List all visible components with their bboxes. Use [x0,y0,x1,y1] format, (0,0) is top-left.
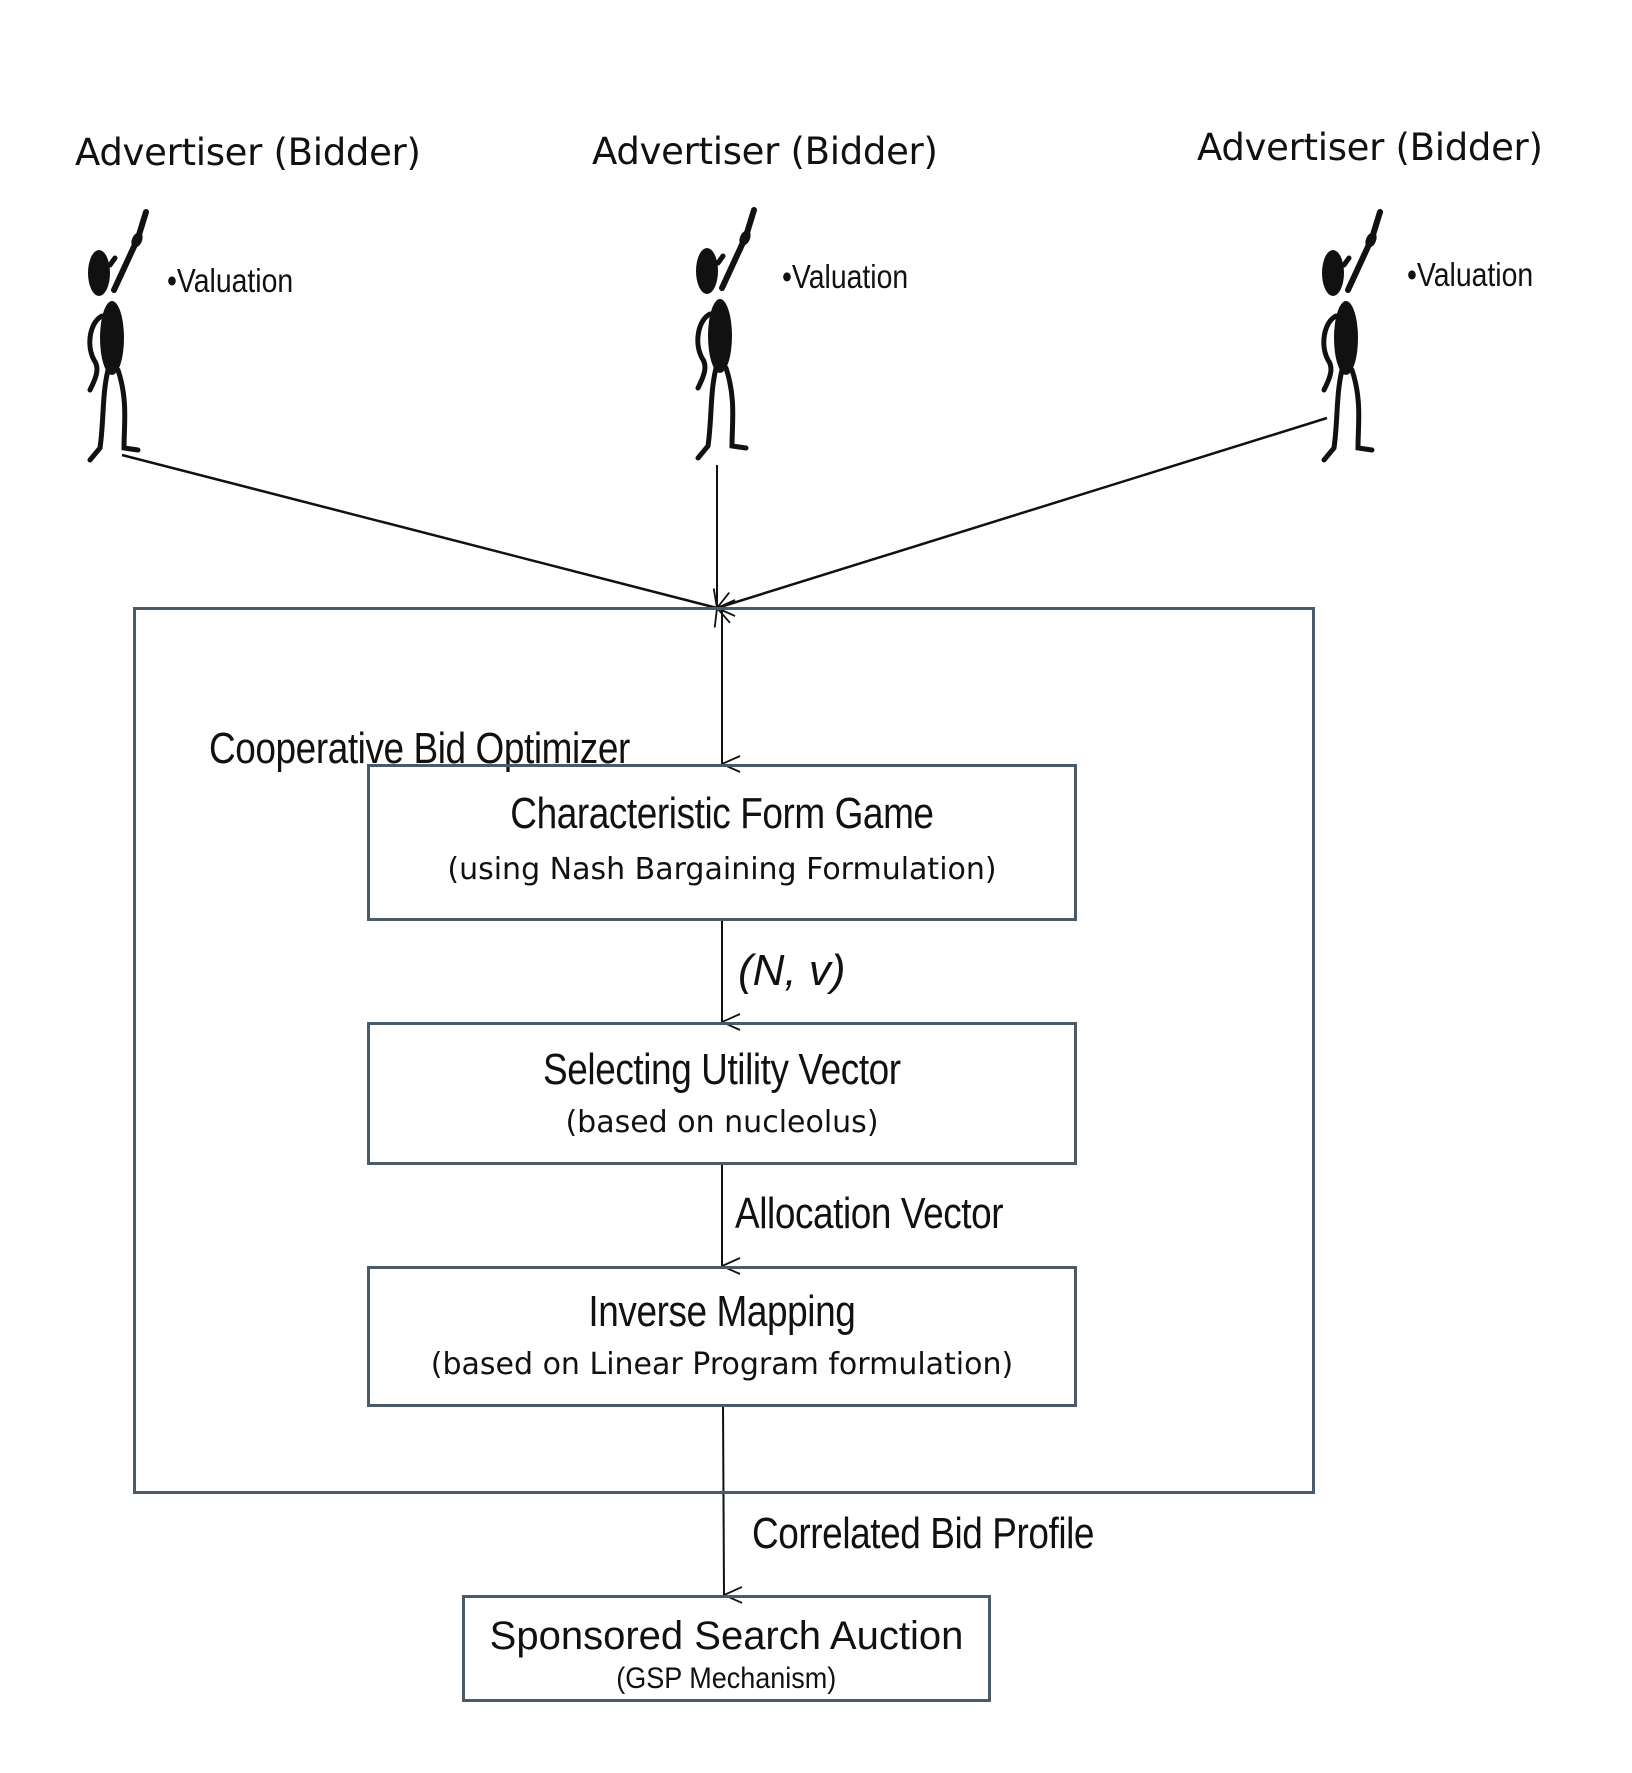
advertiser-figure-icon [696,210,754,458]
stage-subtitle: (based on nucleolus) [565,1105,879,1140]
advertiser-title: Advertiser (Bidder) [592,130,938,173]
auction-subtitle: (GSP Mechanism) [616,1662,837,1695]
stage-box-inverse-mapping: Inverse Mapping (based on Linear Program… [367,1266,1077,1407]
advertiser-1-edge [121,453,717,608]
advertiser-figure-icon [1322,212,1380,460]
advertiser-title: Advertiser (Bidder) [1197,126,1543,169]
stage-box-characteristic-form-game: Characteristic Form Game (using Nash Bar… [367,764,1077,921]
stage-box-selecting-utility-vector: Selecting Utility Vector (based on nucle… [367,1022,1077,1165]
valuation-label: •Valuation [782,258,909,295]
stage-title: Selecting Utility Vector [543,1045,901,1094]
valuation-label: •Valuation [1407,256,1534,293]
edge-label-nv: (N, v) [738,946,846,995]
stage-subtitle: (using Nash Bargaining Formulation) [447,852,997,887]
cooperative-bid-optimizer-box [133,607,1315,1494]
stage-subtitle: (based on Linear Program formulation) [430,1347,1014,1382]
edge-label-correlated-bid-profile: Correlated Bid Profile [752,1509,1095,1558]
advertiser-3-edge [717,416,1328,608]
advertiser-figure-icon [88,212,146,460]
stage-title: Inverse Mapping [588,1287,856,1336]
advertiser-title: Advertiser (Bidder) [75,131,421,174]
edge-label-allocation-vector: Allocation Vector [735,1189,1004,1238]
stage-title: Characteristic Form Game [510,789,934,838]
auction-title: Sponsored Search Auction [489,1614,964,1658]
sponsored-search-auction-box: Sponsored Search Auction (GSP Mechanism) [462,1595,991,1702]
output-edge [722,1404,724,1595]
valuation-label: •Valuation [167,262,294,299]
